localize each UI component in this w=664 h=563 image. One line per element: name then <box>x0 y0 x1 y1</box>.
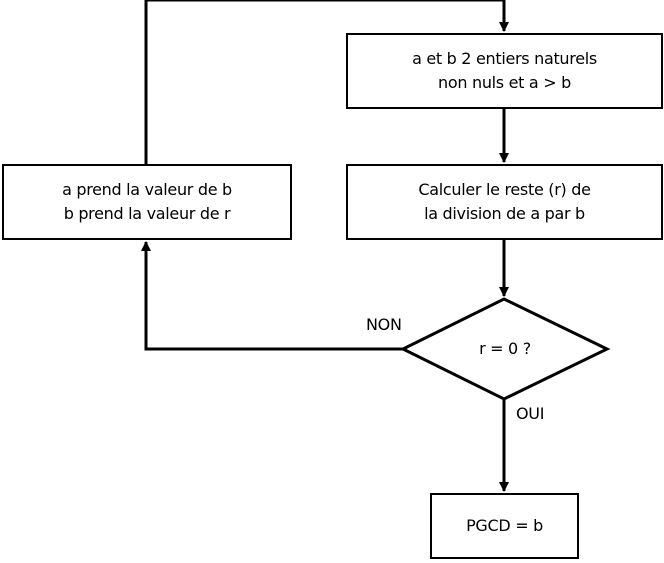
result-text: PGCD = b <box>466 516 543 535</box>
remainder-step-line-1: Calculer le reste (r) de <box>418 180 591 199</box>
start-condition-line-2: non nuls et a > b <box>438 73 571 92</box>
no-branch-arrow <box>141 241 403 351</box>
remainder-step-box: Calculer le reste (r) de la division de … <box>346 164 663 240</box>
result-box: PGCD = b <box>430 493 579 559</box>
start-condition-box: a et b 2 entiers naturels non nuls et a … <box>346 33 663 109</box>
swap-step-line-1: a prend la valeur de b <box>62 180 232 199</box>
swap-step-line-2: b prend la valeur de r <box>63 204 231 223</box>
loop-back-connector <box>144 0 509 164</box>
no-branch-label: NON <box>366 315 402 334</box>
yes-branch-label: OUI <box>516 404 545 423</box>
remainder-step-line-2: la division de a par b <box>424 204 585 223</box>
swap-step-box: a prend la valeur de b b prend la valeur… <box>2 164 292 240</box>
decision-label: r = 0 ? <box>479 339 531 358</box>
start-condition-line-1: a et b 2 entiers naturels <box>412 49 597 68</box>
